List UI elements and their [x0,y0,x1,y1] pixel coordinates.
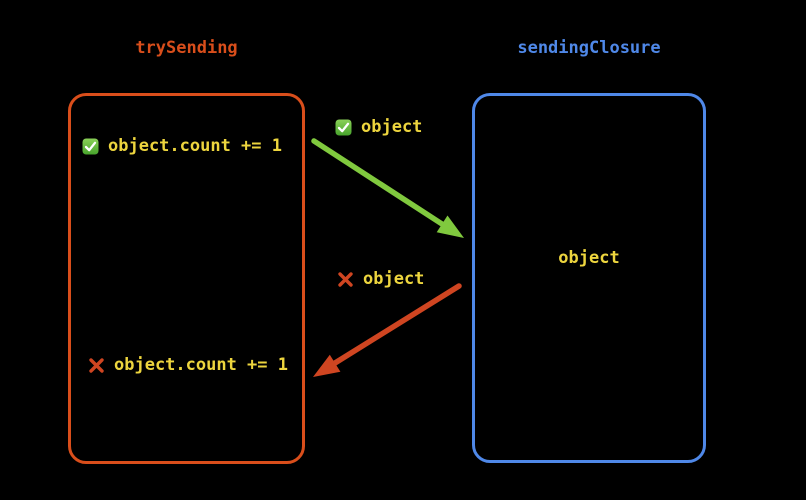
success-operation-row: object.count += 1 [82,136,282,157]
check-mark-button-icon [335,119,352,136]
success-transfer-label: object [361,117,423,137]
try-sending-box [68,93,305,464]
success-transfer-row: object [335,117,422,138]
cross-mark-icon [337,271,354,288]
success-operation-label: object.count += 1 [108,136,282,156]
left-panel-title: trySending [135,38,238,58]
failure-arrow [313,283,462,377]
sending-closure-box [472,93,706,463]
failure-operation-row: object.count += 1 [88,355,288,376]
failure-transfer-label: object [363,269,425,289]
failure-transfer-row: object [337,269,424,290]
failure-operation-label: object.count += 1 [114,355,288,375]
right-panel-title: sendingClosure [517,38,661,58]
cross-mark-icon [88,357,105,374]
success-arrow [311,138,464,238]
object-content-label: object [472,248,706,269]
check-mark-button-icon [82,138,99,155]
object-content-text: object [558,248,620,268]
